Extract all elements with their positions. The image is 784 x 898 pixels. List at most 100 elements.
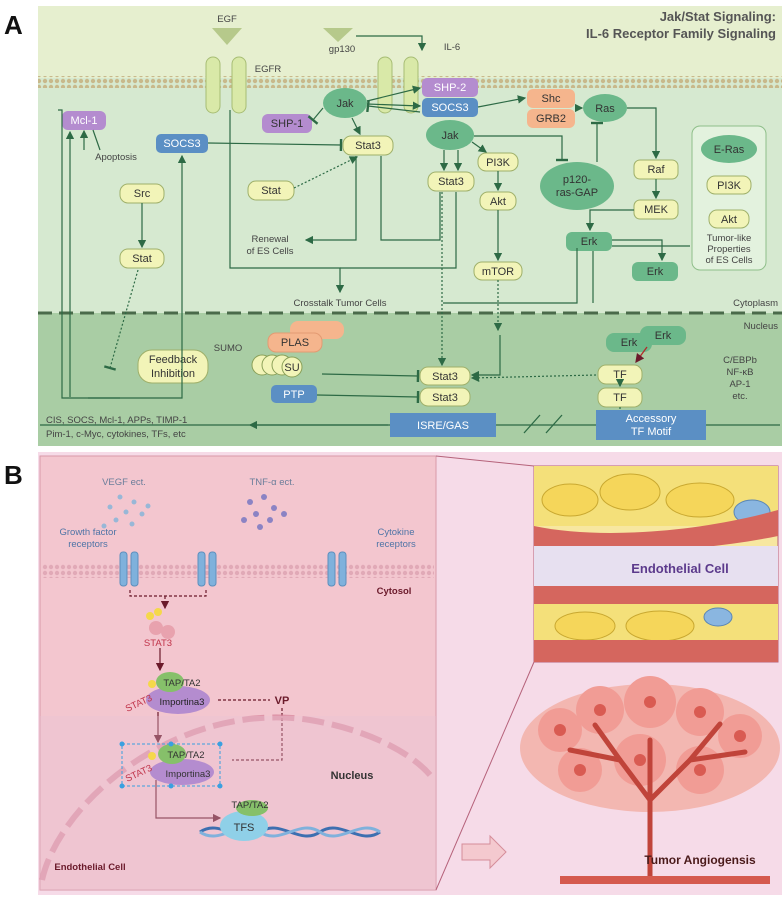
stat3-molecule-1: [146, 608, 175, 639]
p120-rasgap-node: [540, 162, 614, 210]
shp1-node: [262, 114, 312, 133]
eras-node: [701, 135, 757, 163]
plas-label: PLAS: [281, 337, 309, 349]
stat-node-a: [247, 180, 295, 201]
stat3-label-a: Stat3: [355, 140, 381, 152]
mek-label: MEK: [644, 204, 669, 216]
erk-tf-red-arrow: [635, 346, 648, 364]
socs3-top-node: [422, 98, 478, 117]
dna-break-1: [523, 414, 541, 434]
feedback-inhibition-node: [137, 349, 209, 384]
vessel-base: [560, 876, 770, 884]
vegf-label: VEGF ect.: [102, 477, 146, 488]
erk-node-low: [632, 262, 678, 281]
tap-label-2: TAP/TA2: [167, 750, 204, 761]
ras-node: [583, 94, 627, 122]
targets-line1: CIS, SOCS, Mcl-1, APPs, TIMP-1: [46, 415, 187, 426]
stat3-nuclear-2: [419, 387, 471, 407]
socs3-left-label: SOCS3: [163, 138, 200, 150]
feedback-line1: Feedback: [149, 354, 198, 366]
output-arrow: [461, 834, 507, 870]
growth-factor-line1: Growth factor: [59, 527, 116, 538]
tf-label-2: TF: [613, 392, 627, 404]
socs3-left-node: [156, 134, 208, 153]
nucleus-region-b: [40, 716, 436, 890]
endothelial-cells-top: [534, 466, 778, 552]
egfr-label: EGFR: [255, 64, 282, 75]
jak-node-1: [323, 88, 367, 118]
sumo-label: SUMO: [214, 343, 243, 354]
stat3-label-b: Stat3: [438, 176, 464, 188]
pi3k-box-node: [706, 175, 752, 195]
isre-gas-label: ISRE/GAS: [417, 420, 469, 432]
endothelial-cells-bottom: [534, 586, 778, 662]
tap-node-3: [236, 800, 268, 816]
crosstalk-label: Crosstalk Tumor Cells: [294, 298, 387, 309]
mcl1-node: [62, 111, 106, 130]
il6-arrow: [356, 35, 427, 52]
cytokine-line2: receptors: [376, 539, 416, 550]
su-stack: [251, 354, 303, 378]
stat3-cascade-arrows: [129, 590, 283, 823]
jak-node-2: [426, 120, 474, 150]
ptp-node: [271, 385, 317, 403]
stat3-nuclear-label-1: Stat3: [432, 371, 458, 383]
shc-label: Shc: [542, 93, 561, 105]
egf-label: EGF: [217, 14, 237, 25]
cebp-line4: etc.: [732, 391, 747, 402]
erk-label-mid: Erk: [581, 236, 598, 248]
egfr-left: [205, 56, 221, 114]
mtor-label: mTOR: [482, 266, 514, 278]
endothelial-label-left: Endothelial Cell: [54, 862, 125, 873]
grb2-node: [527, 109, 575, 128]
socs3-top-label: SOCS3: [431, 102, 468, 114]
accessory-line1: Accessory: [626, 413, 677, 425]
erk-nuclear-label-2: Erk: [655, 330, 672, 342]
egfr-right: [231, 56, 247, 114]
nucleus-label-b: Nucleus: [331, 770, 374, 782]
panel-label-b: B: [4, 460, 23, 490]
stat3-node-a: [342, 135, 394, 156]
akt-label: Akt: [490, 196, 506, 208]
nucleus-label-a: Nucleus: [744, 321, 779, 332]
stat-label-a: Stat: [261, 185, 281, 197]
akt-box-label: Akt: [721, 214, 737, 226]
egf-ligand: [212, 28, 242, 45]
cebp-line3: AP-1: [729, 379, 750, 390]
renewal-line1: Renewal: [252, 234, 289, 245]
tap-label-3: TAP/TA2: [231, 800, 268, 811]
vegf-molecules: [101, 494, 151, 529]
growth-factor-line2: receptors: [68, 539, 108, 550]
erk-nuclear-1: [606, 333, 652, 352]
su-label: SU: [284, 362, 299, 374]
isre-gas-box: [390, 413, 496, 437]
feedback-line2: Inhibition: [151, 368, 195, 380]
panel-a-title-line1: Jak/Stat Signaling:: [660, 9, 776, 24]
tap-importina-complex-1: [146, 672, 210, 714]
tumor-like-line1: Tumor-like: [707, 233, 752, 244]
shp2-label: SHP-2: [434, 82, 466, 94]
cytosol-label: Cytosol: [377, 586, 412, 597]
gp130-ligand: [323, 28, 353, 42]
stat3-node-b: [427, 171, 475, 192]
tfs-node: [220, 811, 268, 841]
tap-importina-complex-2: [119, 741, 223, 789]
ptp-label: PTP: [283, 389, 304, 401]
accessory-line2: TF Motif: [631, 426, 672, 438]
shp1-label: SHP-1: [271, 118, 303, 130]
nucleus-arrows: [58, 109, 625, 430]
shc-node: [527, 89, 575, 108]
tnf-label: TNF-α ect.: [249, 477, 294, 488]
pi3k-box-label: PI3K: [717, 180, 742, 192]
cebp-line2: NF-κB: [727, 367, 754, 378]
p120-label-line1: p120-: [563, 174, 591, 186]
renewal-line2: of ES Cells: [247, 246, 294, 257]
dna-break-2: [545, 414, 563, 434]
jak-label-2: Jak: [441, 130, 459, 142]
receptors: [119, 551, 347, 587]
nuclear-envelope-b: [39, 714, 437, 881]
tfs-label: TFS: [234, 822, 255, 834]
mcl1-label: Mcl-1: [71, 115, 98, 127]
